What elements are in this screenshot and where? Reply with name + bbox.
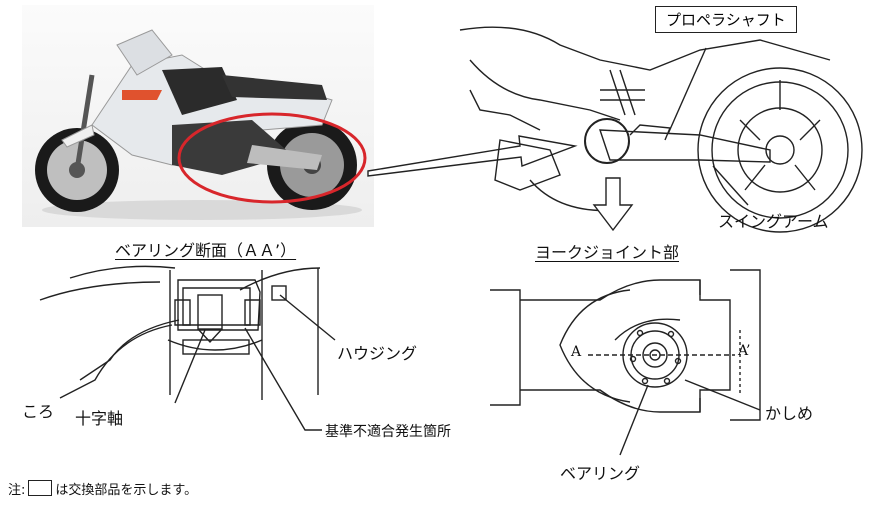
footnote: 注: は交換部品を示します。 — [8, 479, 197, 498]
leader-cross-shaft — [174, 329, 206, 404]
pointer-arrow — [367, 135, 578, 177]
label-swing-arm: スイングアーム — [718, 212, 829, 231]
motorcycle-photo — [22, 5, 374, 227]
down-arrow — [592, 177, 634, 232]
label-bearing: ベアリング — [560, 464, 641, 483]
housing-outline — [177, 279, 261, 331]
leader-propeller-shaft — [667, 47, 707, 135]
leader-caulking — [684, 379, 761, 411]
label-roller: ころ — [22, 402, 55, 421]
rear-wheel-outline — [697, 67, 863, 233]
leader-swing-arm — [712, 165, 749, 206]
label-yoke-joint: ヨークジョイント部 — [535, 243, 680, 262]
yoke-outline — [490, 289, 521, 406]
leader-roller — [59, 324, 173, 399]
leader-defect — [244, 327, 322, 431]
swing-arm-outline — [599, 129, 771, 163]
yoke-joint-circle — [584, 118, 630, 164]
replacement-box-icon — [28, 480, 53, 496]
label-section-a: A — [571, 344, 582, 360]
footnote-text: は交換部品を示します。 — [55, 483, 198, 498]
highlight-ellipse — [177, 112, 367, 204]
frame-outline — [459, 26, 831, 71]
label-caulking: かしめ — [765, 404, 814, 423]
label-section-a-prime: A’ — [738, 343, 751, 359]
footnote-prefix: 注: — [8, 483, 26, 498]
label-defect-location: 基準不適合発生箇所 — [325, 424, 451, 440]
motorcycle-illustration — [35, 29, 362, 220]
label-housing: ハウジング — [337, 344, 418, 363]
leader-housing — [279, 294, 336, 341]
label-propeller-shaft: プロペラシャフト — [655, 6, 797, 33]
section-outline — [69, 265, 176, 279]
label-bearing-section: ベアリング断面（ＡＡ’） — [115, 241, 297, 260]
label-cross-shaft: 十字軸 — [75, 409, 124, 428]
leader-bearing — [619, 384, 649, 456]
